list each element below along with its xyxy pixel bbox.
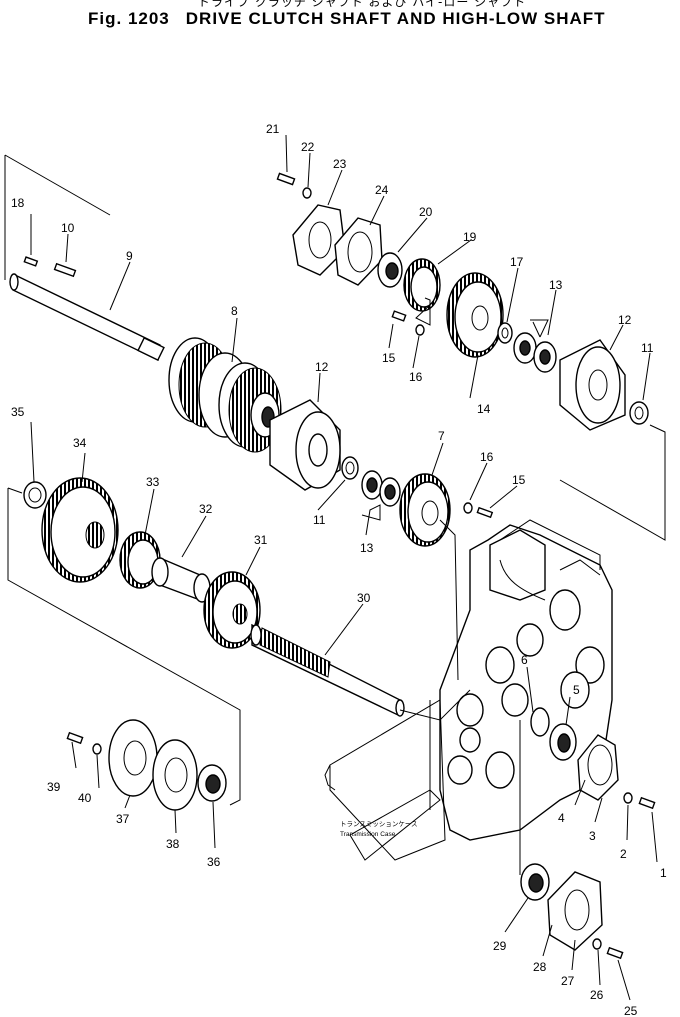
figure-number: Fig. 1203 xyxy=(88,9,170,28)
callout-36: 36 xyxy=(207,855,221,869)
callout-28: 28 xyxy=(533,960,547,974)
washer-2 xyxy=(623,792,633,804)
bolt-15-upper xyxy=(391,310,407,322)
bolt-25 xyxy=(606,946,624,960)
figure-header: ドライブ クラッチ シャフト および ハイ-ロー シャフト Fig. 1203 D… xyxy=(0,0,680,40)
bolt-21 xyxy=(276,172,296,186)
callout-14: 14 xyxy=(477,402,491,416)
callout-16-upper: 16 xyxy=(409,370,423,384)
bearings-13-upper xyxy=(513,332,557,373)
bolt-1 xyxy=(638,796,656,810)
case-label-japanese: トランスミッションケース xyxy=(340,820,418,828)
figure-title-english: DRIVE CLUTCH SHAFT AND HIGH-LOW SHAFT xyxy=(185,9,606,28)
bearing-29 xyxy=(520,863,550,901)
callout-32: 32 xyxy=(199,502,213,516)
gasket-24 xyxy=(334,217,383,286)
callout-22: 22 xyxy=(301,140,315,154)
gear-7 xyxy=(399,473,451,547)
callout-16-lower: 16 xyxy=(480,450,494,464)
bearing-20 xyxy=(377,252,403,288)
clutch-housing-12-upper xyxy=(559,339,626,431)
washer-16-upper xyxy=(415,324,425,336)
callout-26: 26 xyxy=(590,988,604,1002)
callout-19: 19 xyxy=(463,230,477,244)
callout-1: 1 xyxy=(660,866,667,880)
figure-title-japanese: ドライブ クラッチ シャフト および ハイ-ロー シャフト xyxy=(198,0,527,9)
callout-13-upper: 13 xyxy=(549,278,563,292)
gear-19 xyxy=(403,258,441,312)
washer-26 xyxy=(592,938,602,950)
callout-8: 8 xyxy=(231,304,238,318)
callout-10: 10 xyxy=(61,221,75,235)
callout-3: 3 xyxy=(589,829,596,843)
washer-16-lower xyxy=(463,502,473,514)
shaft-9 xyxy=(9,273,165,362)
collar-6 xyxy=(530,707,550,737)
gear-31 xyxy=(203,571,261,649)
callout-39: 39 xyxy=(47,780,61,794)
callout-29: 29 xyxy=(493,939,507,953)
callout-25: 25 xyxy=(624,1004,638,1017)
bearing-36 xyxy=(197,764,227,802)
callout-12-upper: 12 xyxy=(618,313,632,327)
case-label-english: Transmission Case xyxy=(340,831,396,838)
snap-ring-11-upper xyxy=(629,401,649,425)
callout-34: 34 xyxy=(73,436,87,450)
leader-lines xyxy=(4,134,666,1001)
bolt-15-lower xyxy=(476,506,494,519)
callout-37: 37 xyxy=(116,812,130,826)
gasket-38 xyxy=(152,739,198,811)
callout-17: 17 xyxy=(510,255,524,269)
bearings-13-lower xyxy=(361,470,401,507)
transmission-case xyxy=(324,519,613,861)
figure-title: Fig. 1203 DRIVE CLUTCH SHAFT AND HIGH-LOW… xyxy=(88,9,606,29)
callout-4: 4 xyxy=(558,811,565,825)
callout-35: 35 xyxy=(11,405,25,419)
cover-37 xyxy=(108,719,158,797)
callout-40: 40 xyxy=(78,791,92,805)
clutch-housing-12-lower xyxy=(269,399,341,491)
key-18 xyxy=(23,256,39,267)
snap-ring-35 xyxy=(23,481,47,509)
gear-33 xyxy=(119,531,161,589)
callout-30: 30 xyxy=(357,591,371,605)
clutch-pack-8 xyxy=(168,337,282,453)
callout-12-lower: 12 xyxy=(315,360,329,374)
callout-24: 24 xyxy=(375,183,389,197)
callout-11-lower: 11 xyxy=(313,513,326,527)
bearing-5 xyxy=(549,723,577,761)
callout-18: 18 xyxy=(11,196,25,210)
callout-20: 20 xyxy=(419,205,433,219)
callout-33: 33 xyxy=(146,475,160,489)
gear-14 xyxy=(446,272,504,358)
snap-ring-17 xyxy=(497,322,513,344)
callout-21: 21 xyxy=(266,122,280,136)
callout-38: 38 xyxy=(166,837,180,851)
callout-15-lower: 15 xyxy=(512,473,526,487)
callout-27: 27 xyxy=(561,974,575,988)
callout-11-upper: 11 xyxy=(641,341,654,355)
callout-6: 6 xyxy=(521,653,528,667)
bolt-39 xyxy=(66,731,84,745)
part-callouts: 1 2 3 4 5 6 7 8 9 10 11 11 12 12 13 13 1… xyxy=(11,122,667,1017)
callout-9: 9 xyxy=(126,249,133,263)
key-10 xyxy=(53,262,77,278)
gear-34 xyxy=(41,477,119,583)
washer-40 xyxy=(92,743,102,755)
callout-2: 2 xyxy=(620,847,627,861)
callout-31: 31 xyxy=(254,533,268,547)
callout-13-lower: 13 xyxy=(360,541,374,555)
snap-ring-11-lower xyxy=(341,456,359,480)
callout-7: 7 xyxy=(438,429,445,443)
callout-5: 5 xyxy=(573,683,580,697)
shaft-30 xyxy=(250,623,405,717)
cover-27 xyxy=(547,871,603,951)
transmission-case-label: トランスミッションケース Transmission Case xyxy=(340,820,418,838)
washer-22 xyxy=(302,187,312,199)
collar-32 xyxy=(151,556,211,603)
callout-15-upper: 15 xyxy=(382,351,396,365)
cover-3 xyxy=(577,734,619,801)
callout-23: 23 xyxy=(333,157,347,171)
